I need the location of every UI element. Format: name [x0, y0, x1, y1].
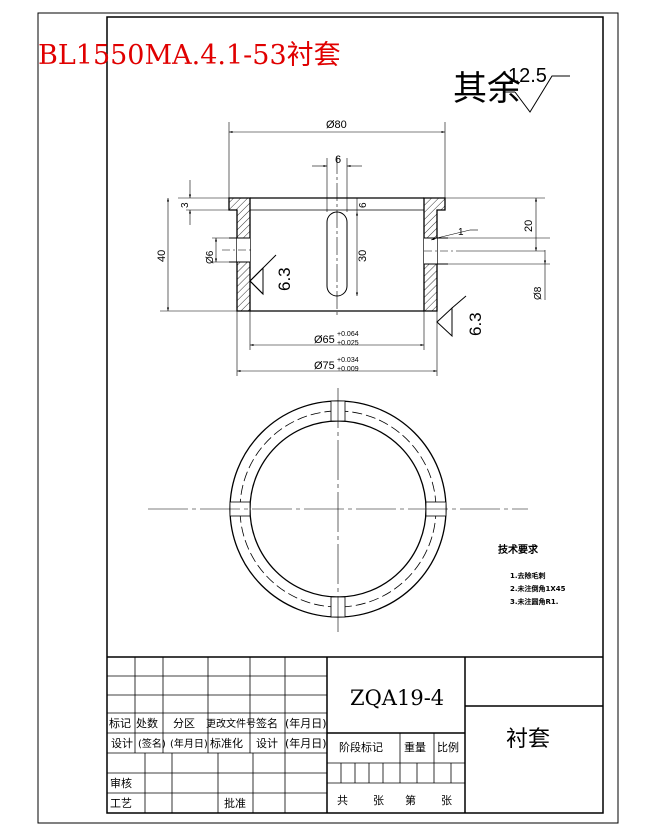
tb-sheet-label: 共: [337, 794, 348, 807]
tb-row2-label: (年月日): [170, 737, 208, 750]
outer-border: [37, 12, 619, 824]
roughness-other-value: 12.5: [508, 65, 547, 87]
tb-scale-label: 比例: [437, 740, 459, 754]
dim-h30: 30: [357, 250, 369, 262]
dim-d65: Ø65: [314, 334, 335, 346]
tb-check-label: 审核: [110, 776, 132, 790]
roughness-mark-right: 6.3: [436, 295, 485, 338]
tb-row2-label: (年月日): [285, 736, 327, 750]
dim-d75: Ø75: [314, 360, 335, 372]
dim-h6: 6: [358, 202, 369, 208]
roughness-other: 其余 12.5: [453, 65, 570, 113]
tech-req-item: 2.未注倒角1X45: [510, 584, 566, 593]
technical-requirements: 技术要求 1.去除毛刺 2.未注倒角1X45 3.未注圆角R1.: [498, 543, 566, 606]
roughness-other-label: 其余: [453, 69, 521, 109]
roughness-mark-left-value: 6.3: [275, 267, 294, 291]
dim-d65-tol-up: +0.064: [337, 331, 359, 338]
top-view: [148, 388, 528, 632]
header-title: BL1550MA.4.1-53衬套: [38, 40, 341, 71]
inner-border: [106, 16, 604, 814]
tb-row1-label: 更改文件号: [206, 717, 256, 730]
tb-row2-label: 设计: [111, 737, 133, 750]
tb-row1-label: 分区: [173, 717, 195, 730]
tb-approve-label: 批准: [224, 796, 246, 810]
tb-sheet-label: 张: [441, 794, 452, 807]
dim-h3: 3: [180, 202, 191, 208]
tb-sheet-label: 张: [373, 794, 384, 807]
dim-h20: 20: [523, 220, 535, 232]
dim-d65-tol-low: +0.025: [337, 340, 359, 347]
tb-sheet-label: 第: [405, 793, 416, 807]
roughness-mark-right-value: 6.3: [466, 312, 485, 336]
dim-d8: Ø8: [533, 286, 544, 300]
dim-d75-tol-up: +0.034: [337, 357, 359, 364]
dim-d75-tol-low: +0.009: [337, 366, 359, 373]
tb-row2-label: (签名): [138, 737, 166, 750]
tech-req-title: 技术要求: [498, 543, 539, 556]
part-name: 衬套: [506, 727, 550, 752]
tb-row2-label: 标准化: [210, 736, 243, 750]
dimensions: Ø80 6 6 3 40 Ø6 20 30: [156, 119, 550, 376]
section-view: [222, 156, 456, 315]
dim-d6: Ø6: [205, 250, 216, 264]
title-block: ZQA19-4 衬套 标记 处数 分区 更改文件号 签名 (年月日) 设计 (签…: [107, 656, 603, 813]
dim-d80: Ø80: [326, 119, 347, 131]
dim-chamfer: 1: [458, 227, 464, 238]
roughness-mark-left: 6.3: [249, 254, 294, 296]
tb-stage-label: 阶段标记: [339, 740, 383, 754]
drawing-number: ZQA19-4: [350, 686, 444, 710]
roughness-symbol-icon: [514, 75, 570, 113]
dim-w6: 6: [335, 154, 341, 166]
tb-row1-label: 标记: [109, 716, 131, 730]
tb-row1-label: 处数: [136, 717, 158, 730]
tech-req-item: 1.去除毛刺: [510, 571, 546, 580]
tb-row1-label: 签名: [256, 716, 278, 730]
tb-row1-label: (年月日): [285, 716, 327, 730]
tb-weight-label: 重量: [404, 740, 426, 754]
tb-process-label: 工艺: [110, 797, 132, 810]
dim-h40: 40: [156, 250, 168, 262]
tech-req-item: 3.未注圆角R1.: [510, 597, 558, 606]
tb-row2-label: 设计: [256, 737, 278, 750]
